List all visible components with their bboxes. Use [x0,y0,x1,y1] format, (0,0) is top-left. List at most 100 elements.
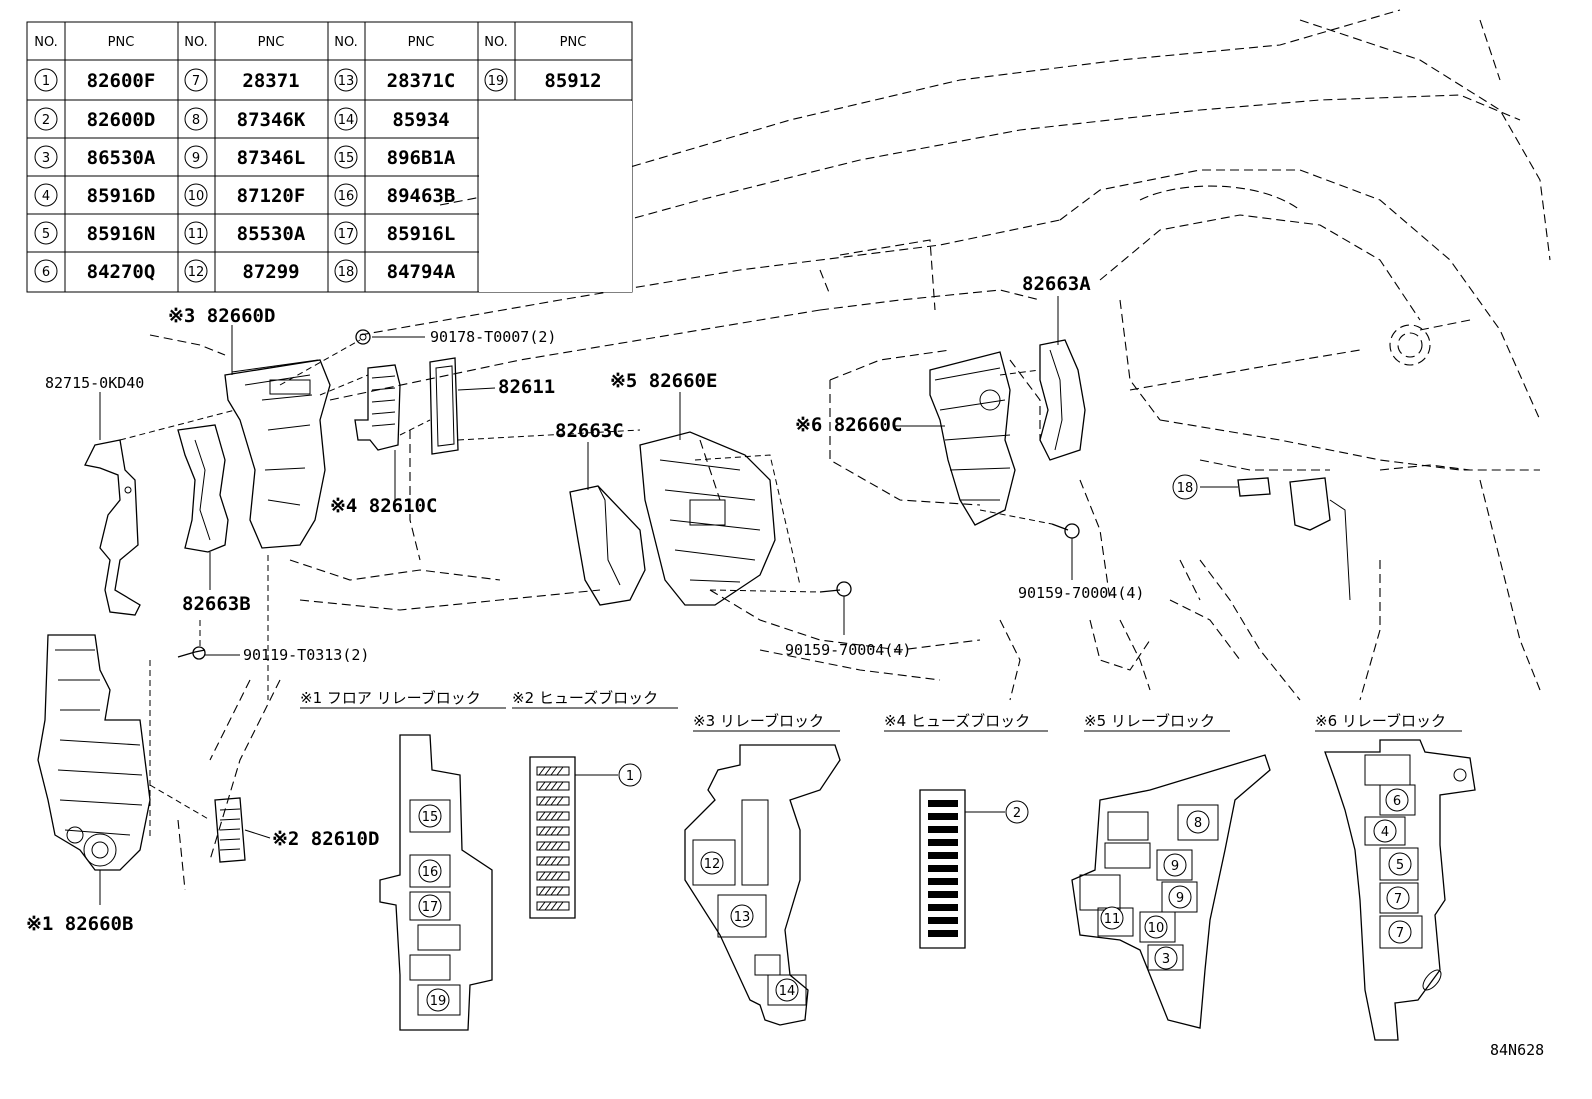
callout-circle [1154,946,1178,970]
ref-number: 13 [338,74,355,89]
screw-90159-upper [1051,523,1080,539]
label-82663a: 82663A [1022,273,1091,295]
ref-number: 16 [338,189,355,204]
table-header-cell: NO. [184,35,208,50]
ref-number-circle [184,221,208,245]
label-82610c: ※4 82610C [330,495,437,517]
part-labels: ※3 82660D 90178-T0007(2) 82715-0KD40 826… [26,273,1198,935]
caption-relay-block-3: ※3 リレーブロック [693,712,824,730]
callout-circle [418,804,442,828]
ref-number-circle [334,145,358,169]
pnc-code: 28371C [387,70,456,92]
callout-number: 4 [1381,825,1389,840]
callout-number: 13 [734,910,751,925]
label-82663b: 82663B [182,593,251,615]
fuse-slot [928,813,958,820]
callout-number: 3 [1162,952,1170,967]
ref-number: 5 [42,227,50,242]
table-header-cell: NO. [484,35,508,50]
caption-floor-relay-block: ※1 フロア リレーブロック [300,689,481,707]
label-82610d: ※2 82610D [272,828,379,850]
table-header-cell: NO. [334,35,358,50]
ref-number-circle [334,183,358,207]
pnc-code: 87120F [237,185,306,207]
callout-number: 19 [430,994,447,1009]
label-90178: 90178-T0007(2) [430,328,556,346]
fuse-slot [928,800,958,807]
fuse-slot [536,766,570,776]
ref-number: 14 [338,113,355,128]
callout-circle [1385,788,1409,812]
fuse-slot [928,865,958,872]
table-header-cell: PNC [108,35,135,50]
pnc-code: 85916L [387,223,456,245]
callout-circle [1144,915,1168,939]
callout-circle [1373,819,1397,843]
fuse-slot [536,856,570,866]
label-82660c: ※6 82660C [795,414,902,436]
pnc-code: 82600D [87,109,156,131]
ref-number-circle [334,68,358,92]
relay-block-82660d [224,359,331,549]
caption-fuse-block-4: ※4 ヒューズブロック [884,712,1030,730]
fuse-hatch [538,841,564,851]
ref-number: 7 [192,74,200,89]
relay-block-82660c [929,351,1016,526]
ref-number: 6 [42,265,50,280]
ref-number-circle [484,68,508,92]
label-82663c: 82663C [555,420,624,442]
pnc-code: 87346K [237,109,306,131]
callout-number: 9 [1171,859,1179,874]
pnc-code: 896B1A [387,147,456,169]
fuse-slot [536,796,570,806]
pnc-code: 85916D [87,185,156,207]
fuse-slot [536,781,570,791]
ref-number: 4 [42,189,50,204]
pnc-code: 85934 [392,109,449,131]
ref-number: 19 [488,74,505,89]
screw-90159-lower [819,581,852,597]
pnc-code: 87299 [242,261,299,283]
fuse-hatch [538,796,564,806]
ref-number: 15 [338,151,355,166]
cover-82611 [429,357,459,455]
callout-circle [700,851,724,875]
callout-circle [1386,886,1410,910]
table-header-cell: PNC [258,35,285,50]
callout-circle [418,894,442,918]
callout-number: 2 [1013,806,1021,821]
ref-number: 18 [338,265,355,280]
pnc-code: 84794A [387,261,456,283]
fuse-hatch [538,781,564,791]
callout-number: 11 [1104,912,1121,927]
ref-number-circle [34,145,58,169]
pnc-code: 87346L [237,147,306,169]
callout-number: 7 [1394,892,1402,907]
ref-number-circle [334,221,358,245]
block-captions: ※1 フロア リレーブロック ※2 ヒューズブロック ※3 リレーブロック ※4… [300,689,1462,732]
fuse-slot [928,852,958,859]
caption-fuse-block-2: ※2 ヒューズブロック [512,689,658,707]
fuse-slot [928,878,958,885]
label-82660b: ※1 82660B [26,913,133,935]
fuse-hatch [538,766,564,776]
fuse-slot [928,904,958,911]
callout-number: 5 [1396,858,1404,873]
callout-number: 14 [779,984,796,999]
callout-number: 16 [422,865,439,880]
ref-number: 8 [192,113,200,128]
fuse-block-82610c [354,364,401,451]
fuse-slot [536,886,570,896]
fuse-hatch [538,856,564,866]
ref-number-circle [34,259,58,283]
ref-number: 10 [188,189,205,204]
callout-circle [1005,800,1029,824]
ref-number-circle [34,107,58,131]
callout-number: 12 [704,857,721,872]
ref-number-circle [184,68,208,92]
fuse-hatch [538,901,564,911]
fuse-block-82610d [214,797,246,863]
label-82660e: ※5 82660E [610,370,717,392]
